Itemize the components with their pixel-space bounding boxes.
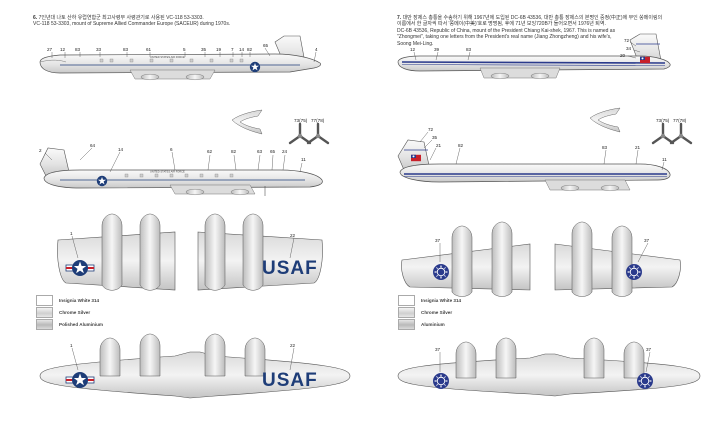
left-wing2-callout-1: 22 — [290, 343, 296, 348]
callout-l1-9: 7 — [231, 47, 234, 52]
right-wing2-callout-0: 37 — [435, 347, 441, 352]
left-caption-number: 6. — [33, 15, 38, 21]
callout-l1-13: 4 — [315, 47, 318, 52]
swatch-aluminium — [398, 319, 415, 330]
right-prop-views: 73(75) 77(78) — [651, 118, 693, 145]
swatch-aluminium — [36, 319, 53, 330]
legend-label: Polished Aluminium — [59, 322, 103, 327]
callout-l2-5: 82 — [231, 149, 237, 154]
swatch-white — [398, 295, 415, 306]
left-prop-label-0: 73(75) — [294, 118, 308, 123]
callout-l1-1: 12 — [60, 47, 66, 52]
callout-l1-0: 27 — [47, 47, 53, 52]
left-profile-1: UNITED STATES AIR FORCE 27 12 83 33 83 6… — [39, 35, 321, 80]
callout-l2-0: 2 — [39, 148, 42, 153]
right-legend-white: Insignia White 314 — [398, 295, 461, 306]
left-caption: 6. 7인년대 나토 산하 유럽연합군 최고사령부 사령관기로 사용된 VC-1… — [33, 15, 353, 28]
left-caption-english: VC-118 53-3303, mount of Supreme Allied … — [33, 21, 231, 28]
swatch-chrome — [398, 307, 415, 318]
right-wing-planform: 37 37 — [397, 337, 701, 397]
right-caption-english-3: Soong Mei-Ling. — [397, 40, 434, 47]
callout-l2-9: 11 — [301, 157, 306, 162]
callout-r2-0: 72 — [428, 127, 434, 132]
callout-r1-2: 83 — [466, 47, 472, 52]
callout-r2-2: 21 — [436, 143, 442, 148]
callout-l2-4: 62 — [207, 149, 213, 154]
right-caption-korean: 대만 장제스 총통을 수송하기 위해 1967년에 도입된 DC-6B 4353… — [402, 15, 663, 21]
swatch-chrome — [36, 307, 53, 318]
legend-label: Chrome Silver — [59, 310, 91, 315]
legend-label: Insignia White 314 — [421, 298, 462, 303]
callout-l1-4: 83 — [123, 47, 129, 52]
left-legend-alu: Polished Aluminium — [36, 319, 103, 330]
callout-l1-6: 5 — [183, 47, 186, 52]
right-wing-callout-0: 37 — [435, 238, 441, 243]
left-profile-1-lettering: UNITED STATES AIR FORCE — [150, 55, 185, 59]
left-wing2-callout-0: 1 — [70, 343, 73, 348]
right-prop-label-0: 73(75) — [656, 118, 670, 123]
left-tailplane — [231, 109, 263, 135]
right-caption: 7. 대만 장제스 총통을 수송하기 위해 1967년에 도입된 DC-6B 4… — [397, 15, 717, 47]
callout-l1-10: 14 — [239, 47, 245, 52]
legend-label: Insignia White 314 — [59, 298, 100, 303]
callout-l2-2: 14 — [118, 147, 124, 152]
callout-l1-5: 61 — [146, 47, 152, 52]
left-legend-white: Insignia White 314 — [36, 295, 99, 306]
callout-l1-12: 65 — [263, 43, 269, 48]
right-legend-alu: Aluminium — [398, 319, 445, 330]
legend-label: Aluminium — [421, 322, 445, 327]
right-legend-chrome: Chrome Silver — [398, 307, 452, 318]
callout-l1-2: 83 — [75, 47, 81, 52]
callout-l2-6: 63 — [257, 149, 263, 154]
callout-l2-3: 6 — [170, 147, 173, 152]
left-wing-usaf: USAF — [262, 258, 318, 279]
callout-r1-5: 20 — [620, 53, 626, 58]
left-prop-label-1: 77(78) — [311, 118, 325, 123]
callout-r2-4: 83 — [602, 145, 608, 150]
right-profile-1: 12 39 83 72 34 20 — [397, 33, 671, 79]
callout-r1-1: 39 — [434, 47, 440, 52]
left-wing-lower: USAF 1 22 — [57, 213, 323, 291]
right-prop-label-1: 77(78) — [673, 118, 687, 123]
callout-r2-6: 11 — [662, 157, 667, 162]
left-prop-views: 73(75) 77(78) — [288, 118, 330, 145]
right-caption-english-2: "Zhongmei", taking one letters from the … — [397, 34, 612, 41]
legend-label: Chrome Silver — [421, 310, 453, 315]
callout-l1-8: 19 — [216, 47, 222, 52]
left-wing2-usaf: USAF — [262, 370, 318, 391]
callout-l2-1: 64 — [90, 143, 96, 148]
left-wing-callout-1: 22 — [290, 233, 296, 238]
left-legend-chrome: Chrome Silver — [36, 307, 90, 318]
callout-r2-3: 82 — [458, 143, 464, 148]
left-profile-2: UNITED STATES AIR FORCE 2 64 14 6 62 82 … — [39, 143, 323, 196]
right-caption-english: DC-6B 43536, Republic of China, mount of… — [397, 27, 616, 34]
callout-l2-7: 65 — [270, 149, 276, 154]
right-caption-number: 7. — [397, 15, 402, 21]
left-profile-2-lettering: UNITED STATES AIR FORCE — [150, 170, 185, 174]
callout-r1-4: 34 — [626, 46, 632, 51]
right-tailplane — [589, 107, 621, 133]
right-profile-2: 72 35 21 82 83 21 11 — [397, 127, 671, 191]
right-wing2-callout-1: 37 — [646, 347, 652, 352]
callout-l1-3: 33 — [96, 47, 102, 52]
callout-r2-5: 21 — [635, 145, 641, 150]
left-wing-callout-0: 1 — [70, 231, 73, 236]
callout-r2-1: 35 — [432, 135, 438, 140]
callout-r1-3: 72 — [624, 38, 630, 43]
left-wing-planform: USAF 1 22 — [39, 333, 351, 399]
callout-l1-7: 35 — [201, 47, 207, 52]
swatch-white — [36, 295, 53, 306]
callout-l2-8: 24 — [282, 149, 288, 154]
right-wing-callout-1: 37 — [644, 238, 650, 243]
right-wing-lower: 37 37 — [401, 221, 681, 297]
right-caption-korean-2: 이름에서 한 글자씩 따서 '쫑메이(中美)'호로 명명됨, 후에 71년 보잉… — [397, 21, 606, 28]
left-caption-korean: 7인년대 나토 산하 유럽연합군 최고사령부 사령관기로 사용된 VC-118 … — [38, 15, 204, 21]
callout-r1-0: 12 — [410, 47, 416, 52]
callout-l1-11: 82 — [247, 47, 253, 52]
